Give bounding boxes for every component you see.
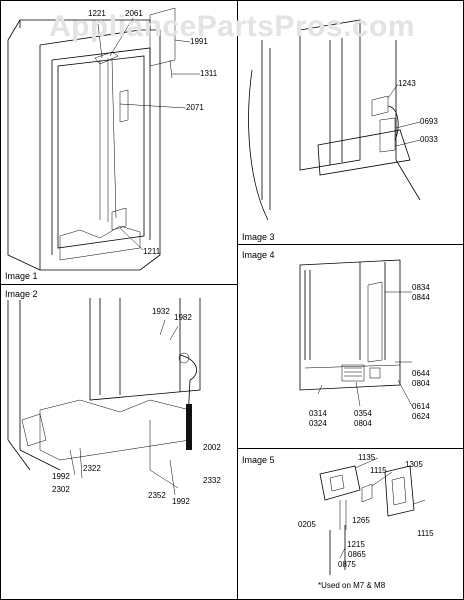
callout-1135: 1135 bbox=[358, 453, 376, 462]
callout-0614: 0614 bbox=[412, 402, 430, 411]
callout-2332: 2332 bbox=[203, 476, 221, 485]
callout-1991: 1991 bbox=[190, 37, 208, 46]
image2-drawing bbox=[7, 298, 201, 496]
callout-1311: 1311 bbox=[200, 69, 218, 78]
callout-0875: 0875 bbox=[338, 560, 356, 569]
callout-2322: 2322 bbox=[83, 464, 101, 473]
callout-0844: 0844 bbox=[412, 293, 430, 302]
panel-label-image1: Image 1 bbox=[5, 271, 38, 281]
callout-1115-a: 1115 bbox=[370, 466, 387, 475]
callout-0324: 0324 bbox=[309, 419, 327, 428]
panel-label-image3: Image 3 bbox=[242, 232, 275, 242]
callout-1305: 1305 bbox=[405, 460, 423, 469]
callout-1221: 1221 bbox=[88, 9, 106, 18]
panel-label-image4: Image 4 bbox=[242, 250, 275, 260]
image4-drawing bbox=[299, 259, 413, 407]
callout-0644: 0644 bbox=[412, 369, 430, 378]
callout-0693: 0693 bbox=[420, 117, 438, 126]
callout-2061: 2061 bbox=[125, 9, 143, 18]
callout-2002: 2002 bbox=[203, 443, 221, 452]
panel-label-image5: Image 5 bbox=[242, 455, 275, 465]
callout-0865: 0865 bbox=[348, 550, 366, 559]
image1-drawing bbox=[7, 7, 200, 271]
callout-0314: 0314 bbox=[309, 409, 327, 418]
callout-1215: 1215 bbox=[347, 540, 365, 549]
callout-2302: 2302 bbox=[52, 485, 70, 494]
image5-drawing bbox=[319, 457, 426, 575]
callout-0624: 0624 bbox=[412, 412, 430, 421]
callout-1265: 1265 bbox=[352, 516, 370, 525]
callout-0354: 0354 bbox=[354, 409, 372, 418]
callout-0804-b: 0804 bbox=[354, 419, 372, 428]
callout-1932: 1932 bbox=[152, 307, 170, 316]
callout-0205: 0205 bbox=[298, 520, 316, 529]
callout-1243: 1243 bbox=[398, 79, 416, 88]
callout-0804-a: 0804 bbox=[412, 379, 430, 388]
callout-1211: 1211 bbox=[143, 247, 161, 256]
callout-2352: 2352 bbox=[148, 491, 166, 500]
image3-drawing bbox=[248, 19, 421, 221]
callout-1992-a: 1992 bbox=[52, 472, 70, 481]
callout-1982: 1982 bbox=[174, 313, 192, 322]
panel-label-image2: Image 2 bbox=[5, 289, 38, 299]
callout-1115-b: 1115 bbox=[417, 529, 434, 538]
callout-1992-b: 1992 bbox=[172, 497, 190, 506]
callout-0834: 0834 bbox=[412, 283, 430, 292]
callout-0033: 0033 bbox=[420, 135, 438, 144]
callout-2071: 2071 bbox=[186, 103, 204, 112]
footnote: *Used on M7 & M8 bbox=[318, 581, 386, 590]
